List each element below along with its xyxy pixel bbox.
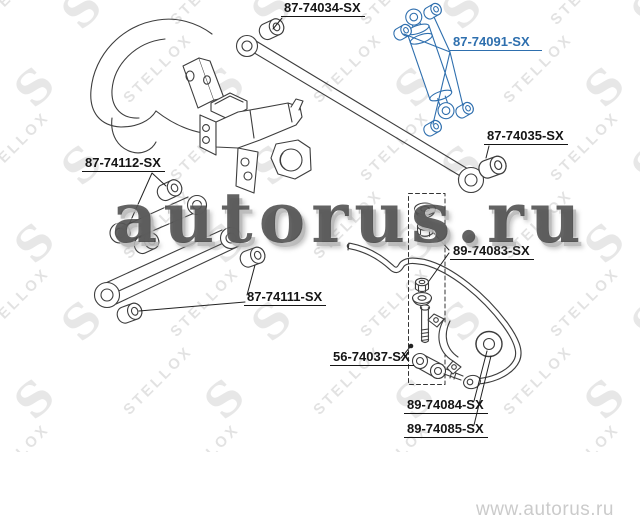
dashed-selection-box xyxy=(408,193,446,385)
part-label-89-74084-sx: 89-74084-SX xyxy=(404,398,488,414)
axle-assembly-drawing xyxy=(90,18,312,194)
part-label-87-74034-sx: 87-74034-SX xyxy=(281,1,365,17)
stabilizer-link-56-74037 xyxy=(411,202,464,381)
part-label-89-74085-sx: 89-74085-SX xyxy=(404,422,488,438)
leader-lines-blue xyxy=(403,16,464,125)
upper-arm-87-74112 xyxy=(109,176,208,257)
bar-bushing-bracket-89-74084-85 xyxy=(427,313,503,375)
lower-arm-87-74111 xyxy=(93,226,268,326)
part-label-87-74112-sx: 87-74112-SX xyxy=(82,156,165,172)
leader-lines xyxy=(126,17,492,426)
stabilizer-bar-drawing xyxy=(346,242,522,390)
part-label-87-74035-sx: 87-74035-SX xyxy=(484,129,568,145)
shock-absorber-87-74091 xyxy=(391,1,476,139)
part-label-56-74037-sx: 56-74037-SX xyxy=(330,350,414,366)
part-label-87-74091-sx[interactable]: 87-74091-SX xyxy=(450,35,542,51)
part-label-89-74083-sx: 89-74083-SX xyxy=(450,244,534,260)
part-label-87-74111-sx: 87-74111-SX xyxy=(244,290,327,306)
lateral-rod-drawing xyxy=(235,34,485,194)
bushing-87-74034 xyxy=(256,15,287,43)
